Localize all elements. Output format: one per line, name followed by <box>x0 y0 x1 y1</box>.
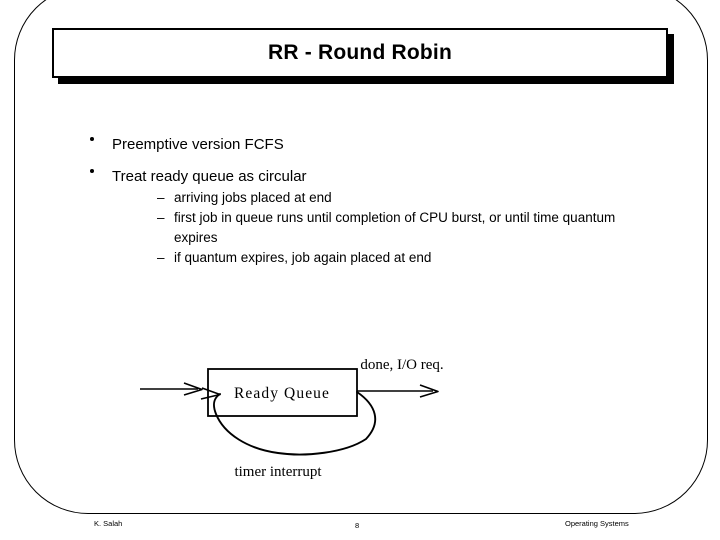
footer-course: Operating Systems <box>565 519 629 528</box>
footer-page-number: 8 <box>355 521 360 530</box>
en-dash-icon: – <box>157 210 165 225</box>
sub-bullet-item-1-label: arriving jobs placed at end <box>174 190 332 205</box>
bullet-item-2-label: Treat ready queue as circular <box>112 168 307 185</box>
sub-bullet-item-3: – if quantum expires, job again placed a… <box>112 248 646 268</box>
bullet-item-1: Preemptive version FCFS <box>86 136 646 154</box>
incoming-arrowhead-icon <box>183 382 203 396</box>
ready-queue-box <box>207 368 358 417</box>
bullet-dot-icon <box>90 137 94 141</box>
bullet-item-2: Treat ready queue as circular – arriving… <box>86 168 646 268</box>
slide-body: Preemptive version FCFS Treat ready queu… <box>86 136 646 282</box>
sub-bullet-item-2: – first job in queue runs until completi… <box>112 208 646 248</box>
sub-bullet-item-1: – arriving jobs placed at end <box>112 188 646 208</box>
bullet-dot-icon <box>90 169 94 173</box>
en-dash-icon: – <box>157 190 165 205</box>
en-dash-icon: – <box>157 250 165 265</box>
sub-bullet-list: – arriving jobs placed at end – first jo… <box>112 188 646 268</box>
timer-interrupt-arrowhead-icon <box>200 387 221 400</box>
exit-arrowhead-icon <box>419 384 439 398</box>
slide-rounded-frame <box>14 0 708 514</box>
exit-label: done, I/O req. <box>360 357 443 373</box>
ready-queue-box-label: Ready Queue <box>234 385 330 402</box>
footer-author: K. Salah <box>94 519 123 528</box>
title-box: RR - Round Robin <box>52 28 668 78</box>
slide-footer: K. Salah 8 Operating Systems <box>0 516 720 538</box>
page-title: RR - Round Robin <box>268 41 452 64</box>
bullet-item-1-label: Preemptive version FCFS <box>112 136 284 153</box>
timer-interrupt-label: timer interrupt <box>234 464 322 480</box>
sub-bullet-item-3-label: if quantum expires, job again placed at … <box>174 250 432 265</box>
sub-bullet-item-2-label: first job in queue runs until completion… <box>174 210 616 245</box>
round-robin-ready-queue-diagram: Ready Queue done, I/O req. timer interru… <box>130 350 530 490</box>
timer-interrupt-loop-curve <box>212 391 377 456</box>
